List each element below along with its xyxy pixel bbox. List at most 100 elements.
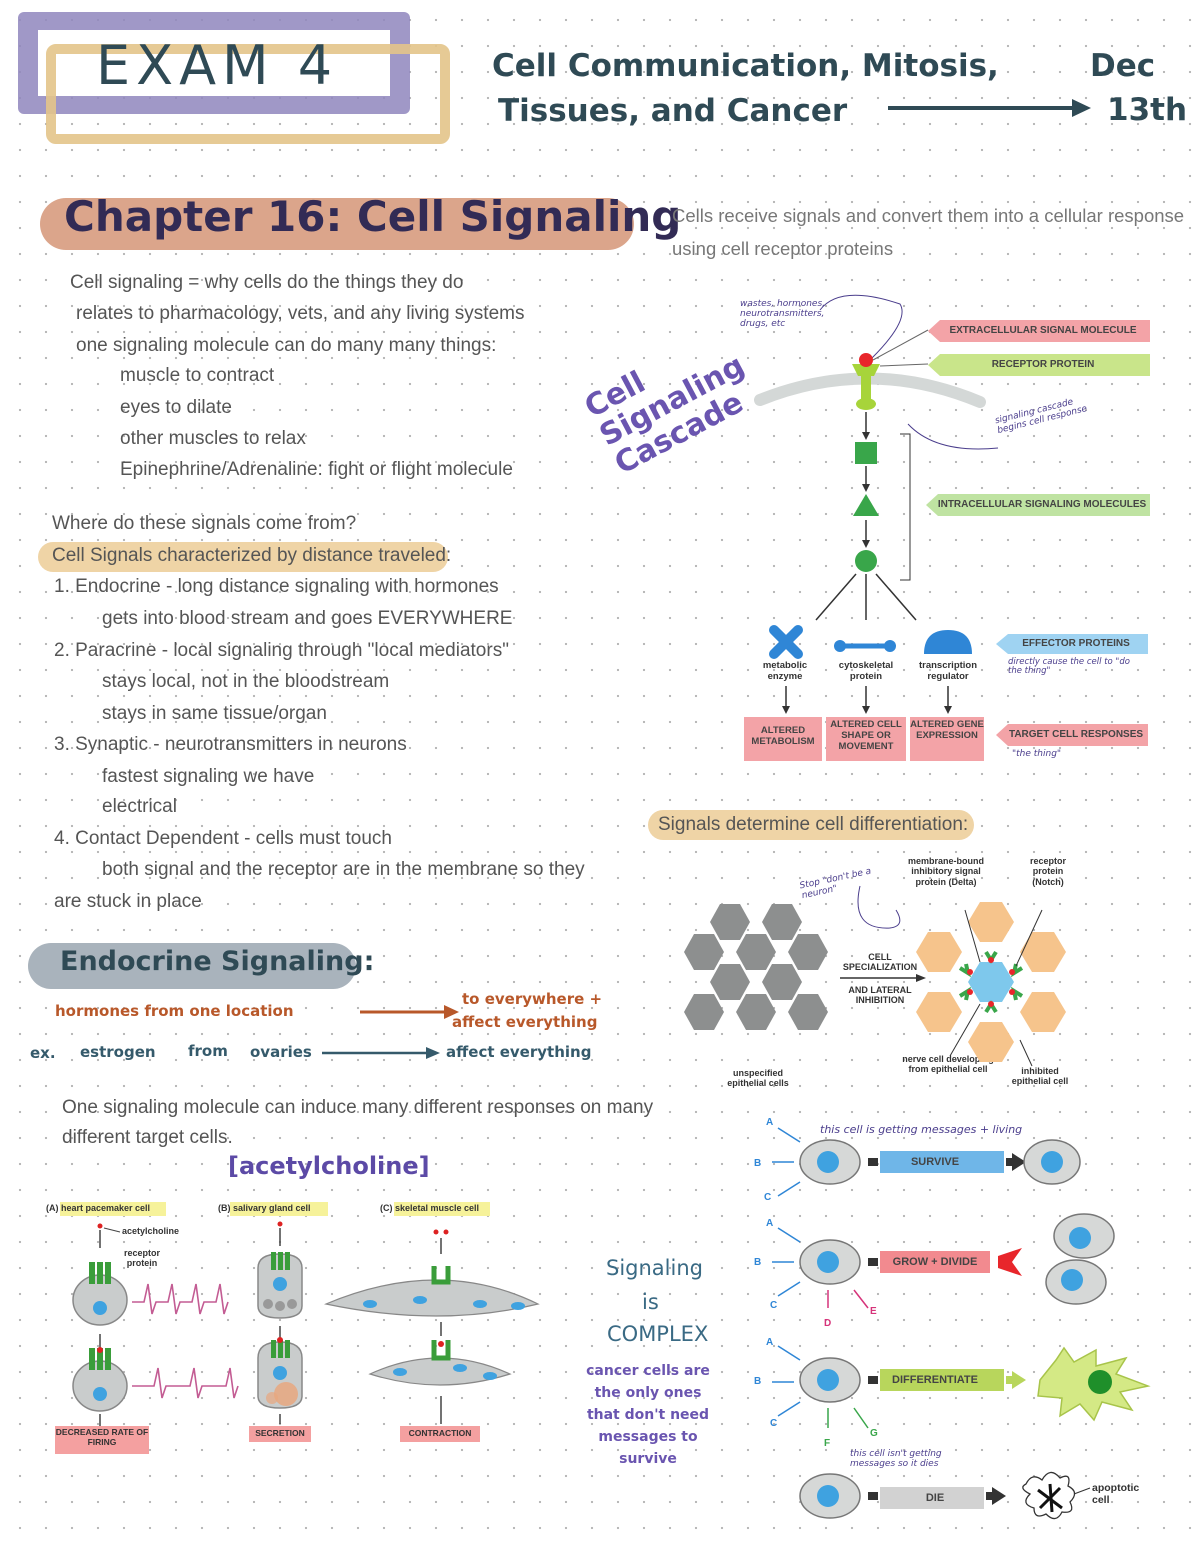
- skeletal-muscle-cell-diagram: [323, 1229, 540, 1386]
- cascade-scribble-effector: directly cause the cell to "do the thing…: [1008, 657, 1130, 677]
- fate-label-survive: SURVIVE: [910, 1156, 960, 1168]
- label-effector-box: [996, 634, 1148, 654]
- ach-panel-label-c: (C) skeletal muscle cell: [380, 1203, 480, 1213]
- grow-divide-row: [772, 1213, 1115, 1309]
- exam-title: EXAM 4: [96, 34, 339, 97]
- type-line: fastest signaling we have: [102, 766, 315, 787]
- label-extracellular-box: [928, 320, 1150, 342]
- note-line: one signaling molecule can do many many …: [76, 335, 497, 356]
- note-question: Where do these signals come from?: [52, 513, 357, 534]
- fate-letter: A: [766, 1218, 774, 1229]
- fate-letter: C: [764, 1192, 772, 1203]
- type-line: stays local, not in the bloodstream: [102, 671, 390, 692]
- diff-label-delta: membrane-bound inhibitory signal protein…: [907, 856, 984, 887]
- type-line: both signal and the receptor are in the …: [102, 859, 585, 880]
- ach-panel-label-a: (A) heart pacemaker cell: [46, 1203, 151, 1213]
- exam-title-inner: [38, 30, 390, 96]
- header-date-line2: 13th: [1107, 92, 1188, 128]
- type-line: 3. Synaptic - neurotransmitters in neuro…: [54, 734, 407, 755]
- survive-row: [772, 1127, 1081, 1197]
- type-line: 4. Contact Dependent - cells must touch: [54, 828, 392, 849]
- effector-label: transcription regulator: [918, 660, 978, 682]
- differentiation-highlight: [648, 810, 974, 840]
- ach-figure: [72, 1221, 540, 1428]
- header-arrow: [888, 99, 1091, 117]
- note-line: eyes to dilate: [120, 397, 232, 418]
- fate-label-die: DIE: [925, 1492, 945, 1504]
- chapter-highlight: [40, 198, 634, 250]
- cascade-diagram: [754, 294, 986, 659]
- acetylcholine-note: [acetylcholine]: [228, 1152, 430, 1180]
- distance-heading: Cell Signals characterized by distance t…: [52, 545, 452, 566]
- endocrine-ex-label: ex.: [30, 1044, 56, 1062]
- fate-letter: C: [770, 1418, 778, 1429]
- exam-title-highlight: [46, 44, 450, 144]
- effector-label: cytoskeletal protein: [838, 660, 894, 682]
- fate-letter: E: [870, 1306, 877, 1317]
- heart-pacemaker-cell-diagram: [72, 1223, 239, 1412]
- ach-acetylcholine-label: acetylcholine: [122, 1226, 180, 1236]
- fate-bar-differentiate: [880, 1369, 1004, 1391]
- fate-label-grow: GROW + DIVIDE: [892, 1256, 978, 1268]
- endocrine-line2-b: from: [188, 1042, 228, 1060]
- diff-label-arrow-top: CELL SPECIALIZATION: [842, 952, 918, 973]
- endocrine-arrow2: [322, 1047, 440, 1059]
- response-box-2: [826, 717, 906, 761]
- diff-label-nerve: nerve cell developing from epithelial ce…: [902, 1054, 994, 1075]
- response-line1: One signaling molecule can induce many d…: [62, 1097, 654, 1118]
- fate-letter: F: [824, 1438, 831, 1449]
- ach-panel-label-b-bg: [230, 1202, 328, 1216]
- cascade-scribble-target: "the thing": [1012, 749, 1062, 759]
- fate-bar-die: [880, 1487, 984, 1509]
- fate-letter: C: [770, 1300, 778, 1311]
- endocrine-line2-a: estrogen: [80, 1043, 156, 1061]
- response-label: ALTERED METABOLISM: [751, 725, 815, 747]
- differentiation-heading: Signals determine cell differentiation:: [658, 814, 969, 835]
- fate-letter: B: [754, 1257, 762, 1268]
- fates-scribble-top: this cell is getting messages + living: [820, 1123, 1023, 1136]
- cascade-scribble-top: wastes, hormones, neurotransmitters, dru…: [740, 299, 826, 329]
- metabolic-enzyme-icon: [769, 625, 803, 659]
- fate-letter: B: [754, 1158, 762, 1169]
- ach-result-c-box: [400, 1426, 480, 1442]
- label-intracellular-box: [926, 494, 1150, 516]
- cascade-scribble-arrow: [907, 423, 999, 450]
- note-line: relates to pharmacology, vets, and any l…: [76, 303, 525, 324]
- endocrine-title: Endocrine Signaling:: [60, 946, 375, 977]
- differentiation-diagram: [684, 885, 1066, 1067]
- header-subtitle-line1: Cell Communication, Mitosis,: [492, 48, 999, 84]
- ach-result-b: SECRETION: [255, 1428, 305, 1438]
- header-date-line1: Dec: [1090, 48, 1156, 84]
- label-intracellular: INTRACELLULAR SIGNALING MOLECULES: [937, 499, 1147, 510]
- note-line: other muscles to relax: [120, 428, 306, 449]
- fate-label-differentiate: DIFFERENTIATE: [892, 1374, 978, 1386]
- label-extracellular: EXTRACELLULAR SIGNAL MOLECULE: [949, 325, 1137, 336]
- response-line2: different target cells.: [62, 1127, 233, 1148]
- endocrine-line2-right: affect everything: [446, 1043, 592, 1061]
- endocrine-line1-right-b: affect everything: [452, 1013, 598, 1031]
- note-line: Cell signaling = why cells do the things…: [70, 272, 464, 293]
- cytoskeletal-protein-icon: [834, 640, 896, 652]
- apoptotic-label: apoptotic cell: [1092, 1482, 1140, 1507]
- fates-scribble-bottom: this cell isn't getting messages so it d…: [850, 1449, 942, 1469]
- fate-letter: A: [766, 1117, 774, 1128]
- label-target-box: [996, 724, 1148, 746]
- differentiate-row: [772, 1345, 1151, 1429]
- response-label: ALTERED GENE EXPRESSION: [910, 719, 984, 741]
- fates-diagram: [772, 1127, 1151, 1520]
- endocrine-highlight: [28, 943, 356, 989]
- fate-bar-grow: [880, 1251, 990, 1273]
- complex-line1: Signaling: [606, 1256, 703, 1280]
- chapter-title: Chapter 16: Cell Signaling: [64, 192, 682, 241]
- label-receptor-box: [928, 354, 1150, 376]
- label-effector: EFFECTOR PROTEINS: [1022, 638, 1130, 649]
- label-target: TARGET CELL RESPONSES: [1008, 729, 1144, 740]
- fate-letter: G: [870, 1428, 878, 1439]
- ach-result-a-box: [55, 1426, 149, 1454]
- endocrine-arrow1: [360, 1005, 459, 1019]
- diff-label-arrow-bottom: AND LATERAL INHIBITION: [848, 985, 912, 1006]
- label-receptor: RECEPTOR PROTEIN: [991, 359, 1095, 370]
- complex-line2: is: [642, 1290, 659, 1314]
- endocrine-line2-c: ovaries: [250, 1043, 312, 1061]
- ach-panel-label-c-bg: [394, 1202, 490, 1216]
